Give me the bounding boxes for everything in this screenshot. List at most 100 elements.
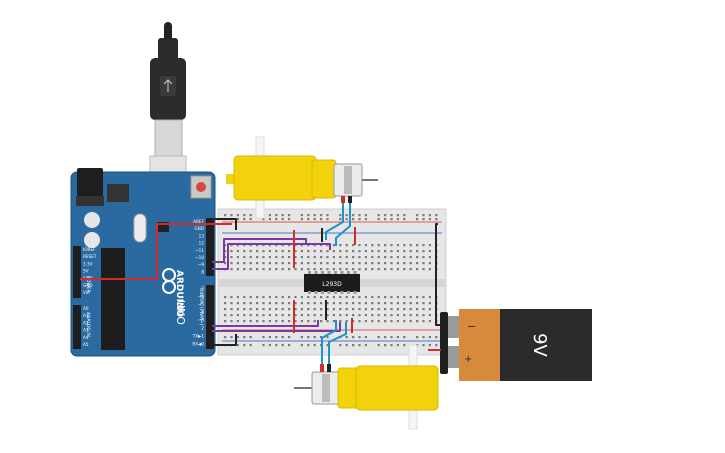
wire-gnd-black[interactable] — [210, 218, 237, 230]
breadboard-hole[interactable] — [268, 302, 271, 305]
breadboard-hole[interactable] — [428, 314, 431, 317]
breadboard-hole[interactable] — [364, 302, 367, 305]
wire-gnd2-black[interactable] — [210, 334, 237, 346]
breadboard-hole[interactable] — [320, 214, 323, 217]
breadboard-hole[interactable] — [243, 250, 246, 253]
breadboard-hole[interactable] — [345, 262, 348, 265]
breadboard-hole[interactable] — [224, 314, 227, 317]
breadboard-hole[interactable] — [281, 296, 284, 299]
breadboard-hole[interactable] — [416, 268, 419, 271]
breadboard-hole[interactable] — [396, 320, 399, 323]
breadboard-hole[interactable] — [403, 344, 406, 347]
breadboard-hole[interactable] — [358, 244, 361, 247]
breadboard-hole[interactable] — [384, 296, 387, 299]
breadboard-hole[interactable] — [345, 218, 348, 221]
breadboard-hole[interactable] — [384, 214, 387, 217]
breadboard-hole[interactable] — [416, 296, 419, 299]
breadboard-hole[interactable] — [236, 250, 239, 253]
breadboard-hole[interactable] — [281, 268, 284, 271]
breadboard-hole[interactable] — [281, 244, 284, 247]
breadboard-hole[interactable] — [390, 308, 393, 311]
breadboard-hole[interactable] — [390, 314, 393, 317]
breadboard-hole[interactable] — [294, 320, 297, 323]
breadboard-hole[interactable] — [262, 314, 265, 317]
breadboard-hole[interactable] — [281, 314, 284, 317]
breadboard-hole[interactable] — [268, 314, 271, 317]
breadboard-hole[interactable] — [249, 344, 252, 347]
breadboard-hole[interactable] — [332, 314, 335, 317]
breadboard-hole[interactable] — [396, 256, 399, 259]
breadboard-hole[interactable] — [352, 214, 355, 217]
breadboard-hole[interactable] — [396, 218, 399, 221]
breadboard-hole[interactable] — [396, 314, 399, 317]
breadboard-hole[interactable] — [288, 262, 291, 265]
breadboard-hole[interactable] — [403, 314, 406, 317]
breadboard-hole[interactable] — [326, 296, 329, 299]
breadboard-hole[interactable] — [243, 214, 246, 217]
breadboard-hole[interactable] — [281, 302, 284, 305]
breadboard-hole[interactable] — [262, 218, 265, 221]
breadboard-hole[interactable] — [358, 302, 361, 305]
breadboard-hole[interactable] — [364, 344, 367, 347]
breadboard-hole[interactable] — [224, 214, 227, 217]
breadboard-hole[interactable] — [313, 214, 316, 217]
breadboard-hole[interactable] — [384, 218, 387, 221]
breadboard-hole[interactable] — [377, 336, 380, 339]
breadboard-hole[interactable] — [326, 308, 329, 311]
breadboard-hole[interactable] — [268, 308, 271, 311]
breadboard-hole[interactable] — [230, 256, 233, 259]
breadboard-hole[interactable] — [313, 308, 316, 311]
breadboard-hole[interactable] — [358, 218, 361, 221]
breadboard-hole[interactable] — [249, 296, 252, 299]
wire-motor2-blue[interactable] — [321, 320, 337, 364]
breadboard-hole[interactable] — [409, 256, 412, 259]
breadboard-hole[interactable] — [384, 320, 387, 323]
breadboard-hole[interactable] — [345, 256, 348, 259]
breadboard-hole[interactable] — [396, 302, 399, 305]
breadboard-hole[interactable] — [275, 308, 278, 311]
breadboard-hole[interactable] — [300, 308, 303, 311]
breadboard-hole[interactable] — [358, 268, 361, 271]
breadboard-hole[interactable] — [384, 256, 387, 259]
breadboard-hole[interactable] — [416, 314, 419, 317]
breadboard-hole[interactable] — [403, 302, 406, 305]
breadboard-hole[interactable] — [371, 296, 374, 299]
breadboard-hole[interactable] — [332, 302, 335, 305]
breadboard-hole[interactable] — [396, 262, 399, 265]
wire-pin9-purple[interactable] — [212, 243, 331, 270]
breadboard-hole[interactable] — [364, 244, 367, 247]
breadboard-hole[interactable] — [268, 268, 271, 271]
breadboard-hole[interactable] — [352, 308, 355, 311]
breadboard-hole[interactable] — [320, 244, 323, 247]
breadboard-hole[interactable] — [358, 296, 361, 299]
breadboard-hole[interactable] — [339, 256, 342, 259]
breadboard-hole[interactable] — [268, 336, 271, 339]
breadboard-hole[interactable] — [345, 296, 348, 299]
breadboard-hole[interactable] — [390, 250, 393, 253]
breadboard-hole[interactable] — [422, 302, 425, 305]
battery-9v-icon[interactable]: 9V − + — [440, 309, 592, 381]
breadboard-hole[interactable] — [332, 250, 335, 253]
breadboard-hole[interactable] — [300, 314, 303, 317]
breadboard-hole[interactable] — [390, 256, 393, 259]
breadboard-hole[interactable] — [422, 296, 425, 299]
breadboard-hole[interactable] — [313, 244, 316, 247]
breadboard-hole[interactable] — [332, 308, 335, 311]
breadboard-hole[interactable] — [428, 308, 431, 311]
breadboard-hole[interactable] — [288, 214, 291, 217]
breadboard-hole[interactable] — [358, 320, 361, 323]
breadboard-hole[interactable] — [364, 214, 367, 217]
breadboard-hole[interactable] — [320, 250, 323, 253]
breadboard-hole[interactable] — [288, 250, 291, 253]
breadboard-hole[interactable] — [416, 308, 419, 311]
breadboard-hole[interactable] — [256, 320, 259, 323]
breadboard-hole[interactable] — [364, 296, 367, 299]
breadboard-hole[interactable] — [358, 308, 361, 311]
breadboard-hole[interactable] — [243, 256, 246, 259]
breadboard-hole[interactable] — [326, 320, 329, 323]
breadboard-hole[interactable] — [262, 336, 265, 339]
breadboard-hole[interactable] — [345, 250, 348, 253]
breadboard-hole[interactable] — [384, 250, 387, 253]
breadboard-hole[interactable] — [326, 344, 329, 347]
breadboard-hole[interactable] — [268, 250, 271, 253]
